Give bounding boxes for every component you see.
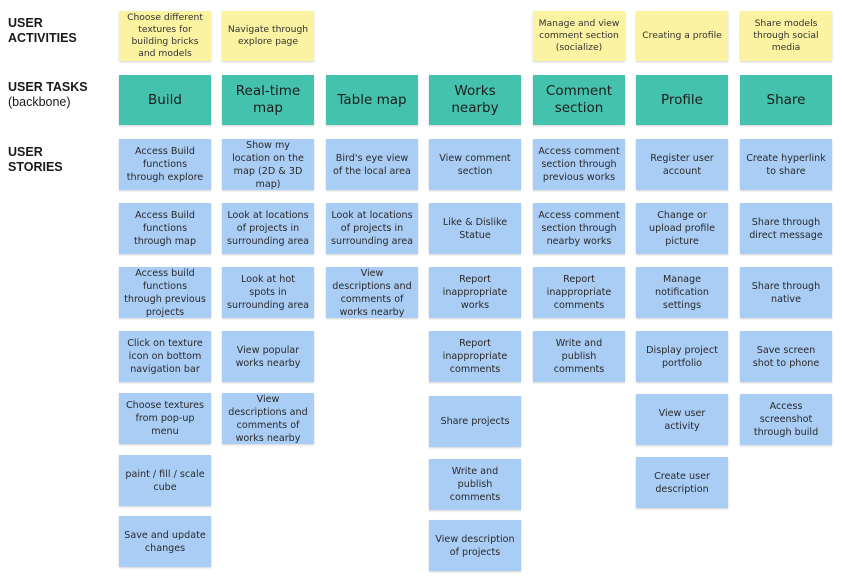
story-note[interactable]: Share projects (429, 396, 521, 447)
story-note[interactable]: Report inappropriate works (429, 267, 521, 318)
story-note[interactable]: Access screenshot through build (740, 394, 832, 445)
story-note[interactable]: Access Build functions through map (119, 203, 211, 254)
user-tasks-label-line1: USER TASKS (8, 80, 88, 94)
story-note[interactable]: Create user description (636, 457, 728, 508)
task-note-works-nearby[interactable]: Works nearby (429, 75, 521, 125)
story-note[interactable]: Share through native (740, 267, 832, 318)
story-note[interactable]: Register user account (636, 139, 728, 190)
user-stories-label: USER STORIES (8, 145, 63, 175)
story-note[interactable]: Access comment section through previous … (533, 139, 625, 190)
activity-note-comment-section[interactable]: Manage and view comment section (sociali… (533, 11, 625, 61)
story-note[interactable]: Manage notification settings (636, 267, 728, 318)
task-note-profile[interactable]: Profile (636, 75, 728, 125)
story-note[interactable]: Access build functions through previous … (119, 267, 211, 318)
story-note[interactable]: View descriptions and comments of works … (326, 267, 418, 318)
story-note[interactable]: Bird's eye view of the local area (326, 139, 418, 190)
task-note-share[interactable]: Share (740, 75, 832, 125)
story-note[interactable]: Access Build functions through explore (119, 139, 211, 190)
user-stories-label-line1: USER (8, 145, 43, 159)
story-note[interactable]: Look at hot spots in surrounding area (222, 267, 314, 318)
task-note-real-time-map[interactable]: Real-time map (222, 75, 314, 125)
user-stories-label-line2: STORIES (8, 160, 63, 174)
story-note[interactable]: Choose textures from pop-up menu (119, 393, 211, 444)
story-note[interactable]: Write and publish comments (429, 459, 521, 510)
activity-note-real-time-map[interactable]: Navigate through explore page (222, 11, 314, 61)
user-tasks-label: USER TASKS (backbone) (8, 80, 88, 110)
task-note-table-map[interactable]: Table map (326, 75, 418, 125)
story-note[interactable]: View user activity (636, 394, 728, 445)
story-note[interactable]: View popular works nearby (222, 331, 314, 382)
activity-note-share[interactable]: Share models through social media (740, 11, 832, 61)
story-note[interactable]: View description of projects (429, 520, 521, 571)
story-note[interactable]: paint / fill / scale cube (119, 455, 211, 506)
task-note-comment-section[interactable]: Comment section (533, 75, 625, 125)
activity-note-build[interactable]: Choose different textures for building b… (119, 11, 211, 61)
story-note[interactable]: Report inappropriate comments (429, 331, 521, 382)
story-note[interactable]: Save screen shot to phone (740, 331, 832, 382)
story-note[interactable]: Save and update changes (119, 516, 211, 567)
user-tasks-label-line2: (backbone) (8, 95, 71, 109)
story-note[interactable]: Look at locations of projects in surroun… (326, 203, 418, 254)
story-note[interactable]: Click on texture icon on bottom navigati… (119, 331, 211, 382)
story-note[interactable]: Show my location on the map (2D & 3D map… (222, 139, 314, 190)
story-note[interactable]: Like & Dislike Statue (429, 203, 521, 254)
user-activities-label-line1: USER (8, 16, 43, 30)
story-note[interactable]: Display project portfolio (636, 331, 728, 382)
activity-note-profile[interactable]: Creating a profile (636, 11, 728, 61)
user-activities-label-line2: ACTIVITIES (8, 31, 77, 45)
story-note[interactable]: Share through direct message (740, 203, 832, 254)
task-note-build[interactable]: Build (119, 75, 211, 125)
story-note[interactable]: Report inappropriate comments (533, 267, 625, 318)
story-note[interactable]: View comment section (429, 139, 521, 190)
story-note[interactable]: Look at locations of projects in surroun… (222, 203, 314, 254)
story-note[interactable]: Change or upload profile picture (636, 203, 728, 254)
story-note[interactable]: View descriptions and comments of works … (222, 393, 314, 444)
story-note[interactable]: Write and publish comments (533, 331, 625, 382)
story-note[interactable]: Create hyperlink to share (740, 139, 832, 190)
story-note[interactable]: Access comment section through nearby wo… (533, 203, 625, 254)
user-activities-label: USER ACTIVITIES (8, 16, 77, 46)
